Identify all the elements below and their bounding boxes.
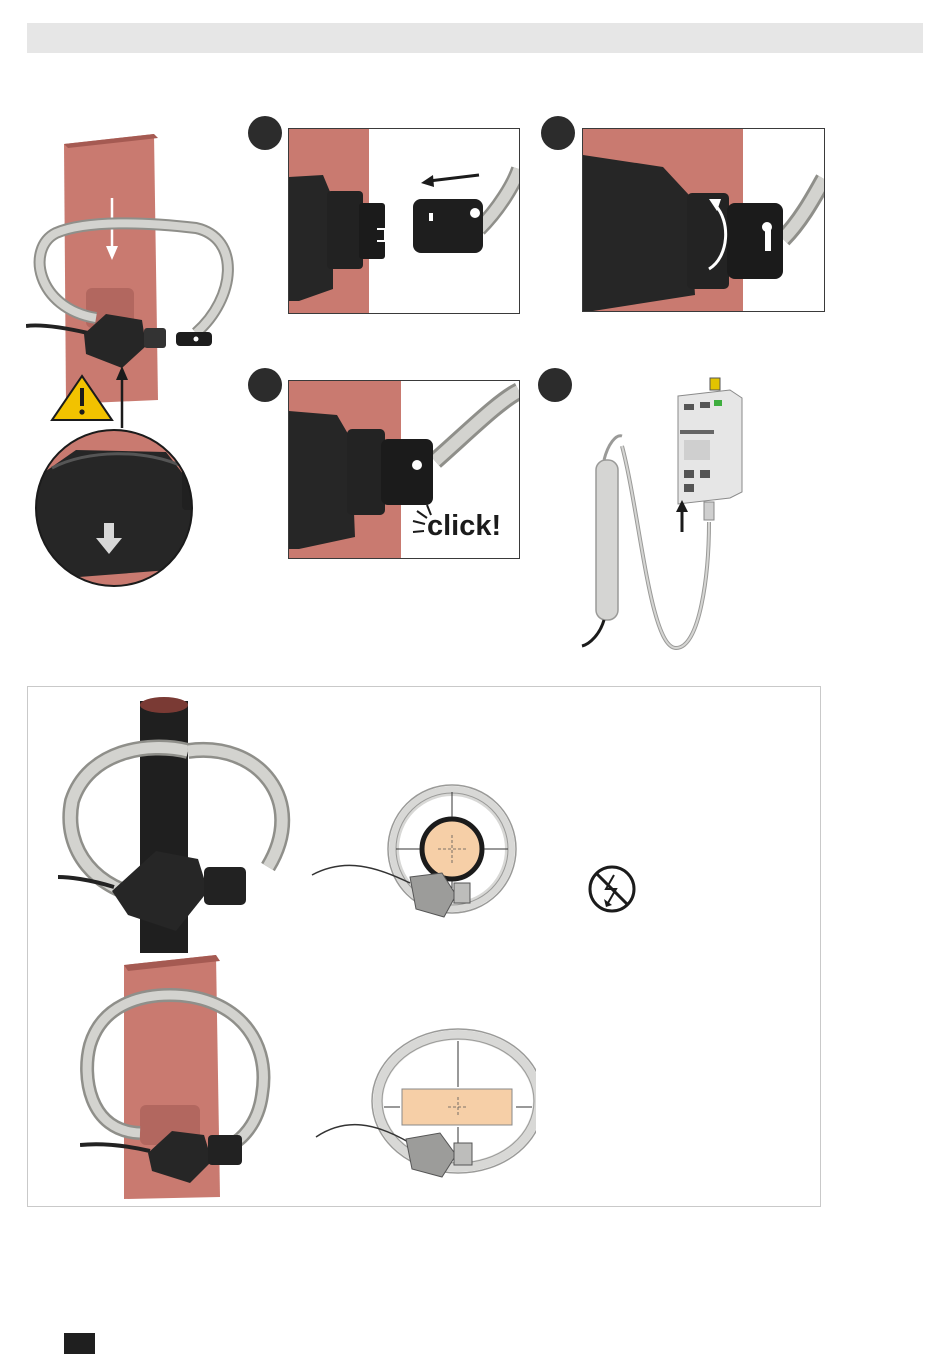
arrow-left-icon <box>421 175 479 187</box>
energy-meter-device <box>678 378 742 504</box>
step-badge-4 <box>538 368 572 402</box>
arrow-up-icon <box>676 500 688 532</box>
sensor-placement-box <box>27 686 821 1207</box>
step-badge-1 <box>248 116 282 150</box>
overview-illustration <box>26 128 241 588</box>
integrator-module <box>596 460 618 620</box>
page-marker <box>64 1333 95 1354</box>
magnified-connector-view <box>26 428 226 588</box>
step-panel-rotate <box>582 128 825 312</box>
click-label: click! <box>427 510 501 542</box>
step-badge-3 <box>248 368 282 402</box>
no-uninsulated-conductor-icon <box>586 863 638 915</box>
step-panel-plug-meter <box>580 374 755 650</box>
step-panel-disconnect <box>288 128 520 314</box>
round-conductor-diagram <box>306 783 526 933</box>
header-bar <box>27 23 923 53</box>
flat-busbar-diagram <box>306 1027 536 1197</box>
step-panel-click: click! <box>288 380 520 559</box>
step-badge-2 <box>541 116 575 150</box>
round-conductor-photo <box>58 691 298 953</box>
flat-busbar-photo <box>80 955 280 1201</box>
